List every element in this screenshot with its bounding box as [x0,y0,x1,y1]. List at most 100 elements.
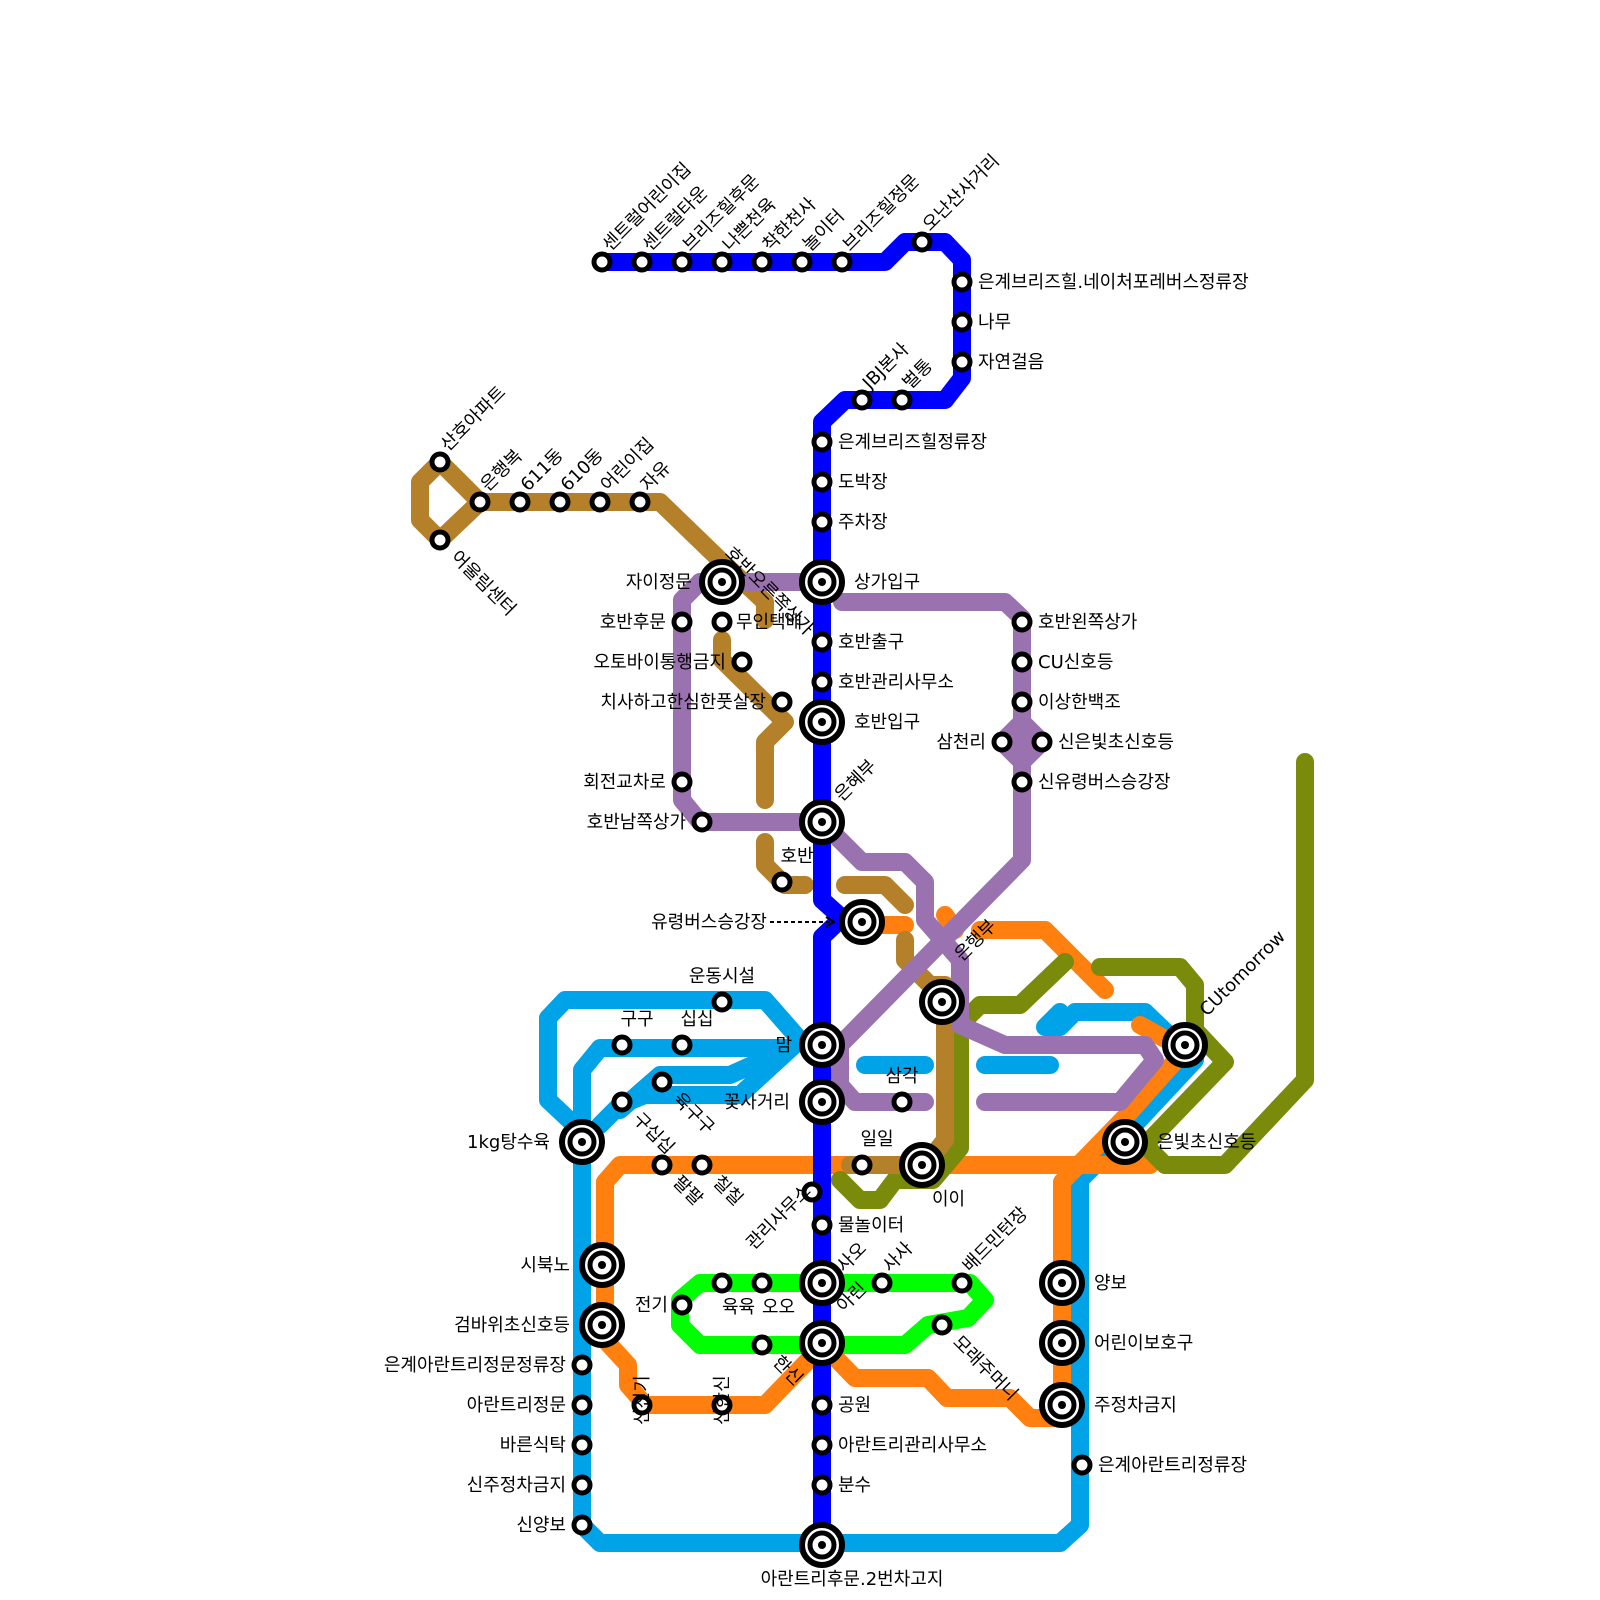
station-marker-s67[interactable] [751,1272,773,1294]
station-marker-s79[interactable] [571,1434,593,1456]
station-marker-s14[interactable] [811,431,833,453]
station-label-s47[interactable]: 운동시설 [689,966,755,987]
station-label-s46[interactable]: CUtomorrow [1196,926,1290,1020]
station-marker-s23[interactable] [839,899,885,945]
station-marker-s78[interactable] [571,1394,593,1416]
station-label-s77[interactable]: 은계아란트리정문정류장 [384,1355,566,1376]
station-marker-s07[interactable] [831,251,853,273]
station-marker-s39[interactable] [1011,611,1033,633]
station-marker-s34[interactable] [711,611,733,633]
station-marker-s52[interactable] [891,1091,913,1113]
station-marker-s20[interactable] [799,699,845,745]
station-label-s78[interactable]: 아란트리정문 [467,1395,566,1416]
station-marker-s48[interactable] [611,1034,633,1056]
station-marker-s63[interactable] [579,1242,625,1288]
station-marker-s42[interactable] [991,731,1013,753]
station-marker-s09[interactable] [951,271,973,293]
station-label-s62[interactable]: 은빛초신호등 [1157,1132,1256,1153]
station-label-s67[interactable]: 오오 [762,1297,795,1318]
station-marker-s60[interactable] [801,1181,823,1203]
station-marker-s43[interactable] [1031,731,1053,753]
station-marker-s70[interactable] [951,1272,973,1294]
station-marker-s25[interactable] [429,529,451,551]
station-marker-s71[interactable] [799,1320,845,1366]
station-label-s82[interactable]: 신전기 [632,1375,653,1425]
station-label-s50[interactable]: 맘 [775,1035,792,1056]
station-marker-s02[interactable] [631,251,653,273]
station-label-s41[interactable]: 이상한백조 [1038,692,1121,713]
station-marker-s68[interactable] [799,1260,845,1306]
station-marker-s61[interactable] [811,1214,833,1236]
station-marker-s18[interactable] [811,631,833,653]
station-marker-s29[interactable] [589,491,611,513]
station-marker-s36[interactable] [771,691,793,713]
station-label-s35[interactable]: 오토바이통행금지 [594,652,726,673]
station-label-s40[interactable]: CU신호등 [1038,652,1113,673]
station-marker-s13[interactable] [851,389,873,411]
station-marker-s44[interactable] [1011,771,1033,793]
station-marker-s15[interactable] [811,471,833,493]
station-marker-s16[interactable] [811,511,833,533]
station-marker-s03[interactable] [671,251,693,273]
station-marker-s66[interactable] [711,1272,733,1294]
station-marker-s27[interactable] [509,491,531,513]
station-marker-s69[interactable] [871,1272,893,1294]
station-marker-s74[interactable] [1039,1260,1085,1306]
station-marker-s26[interactable] [469,491,491,513]
station-label-s09[interactable]: 은계브리즈힐.네이처포레버스정류장 [978,272,1249,293]
station-label-s64[interactable]: 검바위초신호등 [454,1315,570,1336]
station-marker-s24[interactable] [429,451,451,473]
station-label-s22[interactable]: 호반 [780,846,813,867]
station-label-s79[interactable]: 바른식탁 [500,1435,566,1456]
station-label-s25[interactable]: 어울림센터 [446,547,519,620]
station-label-s69[interactable]: 사사 [879,1238,918,1277]
station-marker-s49[interactable] [671,1034,693,1056]
station-label-s27[interactable]: 611동 [517,445,568,496]
station-marker-s35[interactable] [731,651,753,673]
station-marker-s87[interactable] [1071,1454,1093,1476]
station-label-s16[interactable]: 주차장 [838,512,888,533]
station-label-s59[interactable]: 칠칠 [708,1172,746,1210]
station-marker-s01[interactable] [591,251,613,273]
station-label-s44[interactable]: 신유령버스승강장 [1038,772,1170,793]
station-marker-s31[interactable] [699,559,745,605]
station-label-s80[interactable]: 신주정차금지 [467,1475,566,1496]
station-label-s38[interactable]: 호반남쪽상가 [587,812,686,833]
station-marker-s86[interactable] [811,1474,833,1496]
station-marker-s21[interactable] [799,799,845,845]
station-label-s81[interactable]: 신양보 [516,1515,566,1536]
station-marker-s80[interactable] [571,1474,593,1496]
station-label-s74[interactable]: 양보 [1094,1273,1127,1294]
station-label-s65[interactable]: 전기 [635,1295,668,1316]
station-marker-s75[interactable] [1039,1320,1085,1366]
station-marker-s77[interactable] [571,1354,593,1376]
station-label-s28[interactable]: 610동 [557,445,608,496]
station-label-s84[interactable]: 공원 [838,1395,871,1416]
station-marker-s41[interactable] [1011,691,1033,713]
station-label-s11[interactable]: 자연걸음 [978,352,1044,373]
station-label-s19[interactable]: 호반관리사무소 [838,672,954,693]
station-label-s20[interactable]: 호반입구 [854,712,920,733]
station-label-s18[interactable]: 호반출구 [838,632,904,653]
station-label-s42[interactable]: 삼천리 [936,732,986,753]
station-marker-s37[interactable] [671,771,693,793]
station-label-s76[interactable]: 주정차금지 [1094,1395,1177,1416]
station-marker-s64[interactable] [579,1302,625,1348]
station-marker-s28[interactable] [549,491,571,513]
station-label-s21[interactable]: 은혜부 [831,756,881,806]
station-label-s85[interactable]: 아란트리관리사무소 [838,1435,987,1456]
station-marker-s51[interactable] [799,1079,845,1125]
station-label-s37[interactable]: 회전교차로 [583,772,666,793]
station-label-s23[interactable]: 유령버스승강장 [651,912,767,933]
station-label-s75[interactable]: 어린이보호구 [1094,1333,1193,1354]
station-label-s34[interactable]: 무인택배 [736,612,802,633]
station-marker-s38[interactable] [691,811,713,833]
station-marker-s30[interactable] [629,491,651,513]
station-marker-s06[interactable] [791,251,813,273]
station-marker-s57[interactable] [899,1142,945,1188]
station-label-s39[interactable]: 호반왼쪽상가 [1038,612,1137,633]
station-marker-s76[interactable] [1039,1382,1085,1428]
station-marker-s72[interactable] [931,1314,953,1336]
station-label-s36[interactable]: 치사하고한심한풋살장 [600,692,766,713]
station-label-s63[interactable]: 시북노 [520,1255,570,1276]
